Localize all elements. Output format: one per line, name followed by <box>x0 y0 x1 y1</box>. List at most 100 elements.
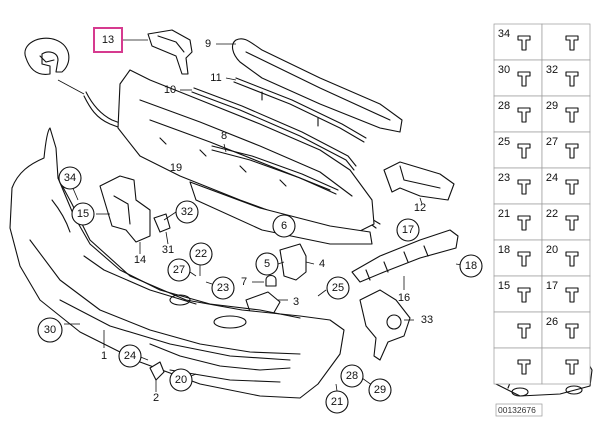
callout-30[interactable]: 30 <box>44 324 56 336</box>
grid-callout[interactable]: 23 <box>498 172 510 184</box>
callout-33[interactable]: 33 <box>421 314 433 326</box>
callout-10[interactable]: 10 <box>164 84 176 96</box>
fastener-icon <box>565 251 579 267</box>
grid-callout[interactable]: 15 <box>498 280 510 292</box>
fastener-icon <box>517 215 531 231</box>
callout-8[interactable]: 8 <box>221 130 227 142</box>
grid-callout[interactable]: 29 <box>546 100 558 112</box>
grid-cell <box>541 131 591 169</box>
part-10-strip <box>180 87 357 171</box>
callout-1[interactable]: 1 <box>101 350 107 362</box>
clip-profile-detail <box>24 37 85 95</box>
callout-9[interactable]: 9 <box>205 38 211 50</box>
callout-23[interactable]: 23 <box>217 282 229 294</box>
fastener-icon <box>565 179 579 195</box>
part-4-bracket <box>279 243 315 281</box>
part-19-cover <box>117 69 375 237</box>
fastener-icon <box>565 107 579 123</box>
grid-cell <box>493 347 543 385</box>
callout-16[interactable]: 16 <box>398 292 410 304</box>
callout-12[interactable]: 12 <box>414 202 426 214</box>
grid-callout[interactable]: 26 <box>546 316 558 328</box>
fastener-icon <box>517 251 531 267</box>
callout-7[interactable]: 7 <box>241 276 247 288</box>
grid-callout[interactable]: 22 <box>546 208 558 220</box>
grid-cell <box>541 275 591 313</box>
callout-6[interactable]: 6 <box>281 220 287 232</box>
part-7-clip <box>252 274 277 287</box>
fastener-icon <box>517 35 531 51</box>
callout-32[interactable]: 32 <box>181 206 193 218</box>
grid-cell <box>493 59 543 97</box>
callout-5[interactable]: 5 <box>264 258 270 270</box>
grid-cell <box>541 59 591 97</box>
callout-25[interactable]: 25 <box>332 282 344 294</box>
callout-28[interactable]: 28 <box>346 370 358 382</box>
fastener-icon <box>565 287 579 303</box>
fastener-icon <box>565 215 579 231</box>
grid-cell <box>541 311 591 349</box>
grid-cell <box>541 167 591 205</box>
fastener-icon <box>517 71 531 87</box>
grid-cell <box>493 311 543 349</box>
part-11-strip <box>225 77 367 143</box>
callout-34[interactable]: 34 <box>64 172 76 184</box>
fastener-icon <box>565 143 579 159</box>
fastener-icon <box>517 359 531 375</box>
fastener-icon <box>517 323 531 339</box>
grid-callout[interactable]: 18 <box>498 244 510 256</box>
grid-callout[interactable]: 32 <box>546 64 558 76</box>
callout-4[interactable]: 4 <box>319 258 325 270</box>
fastener-icon <box>517 107 531 123</box>
callout-17[interactable]: 17 <box>402 224 414 236</box>
reference-number: 00132676 <box>498 405 536 415</box>
grid-callout[interactable]: 34 <box>498 28 510 40</box>
callout-13[interactable]: 13 <box>102 34 114 46</box>
callout-21[interactable]: 21 <box>331 396 343 408</box>
callout-29[interactable]: 29 <box>374 384 386 396</box>
fastener-icon <box>517 287 531 303</box>
part-6-spoiler <box>189 181 373 245</box>
fastener-icon <box>565 323 579 339</box>
grid-cell <box>493 275 543 313</box>
fastener-icon <box>565 359 579 375</box>
callout-2[interactable]: 2 <box>153 392 159 404</box>
callout-20[interactable]: 20 <box>175 374 187 386</box>
part-2-clip <box>149 361 165 392</box>
grid-callout[interactable]: 24 <box>546 172 558 184</box>
callout-11[interactable]: 11 <box>210 72 221 84</box>
callout-13-box[interactable] <box>93 27 123 53</box>
grid-cell <box>493 23 543 61</box>
grid-cell <box>541 23 591 61</box>
part-33-bracket <box>359 289 414 361</box>
grid-cell <box>541 347 591 385</box>
callout-18[interactable]: 18 <box>465 260 477 272</box>
part-31-clip <box>153 213 171 245</box>
grid-callout[interactable]: 21 <box>498 208 510 220</box>
callout-22[interactable]: 22 <box>195 248 207 260</box>
callout-3[interactable]: 3 <box>293 296 299 308</box>
callout-14[interactable]: 14 <box>134 254 146 266</box>
callout-layer: 13 9 11 10 8 19 12 4 7 3 14 31 16 1 2 6 … <box>37 27 483 414</box>
grid-cell <box>541 239 591 277</box>
callout-31[interactable]: 31 <box>162 244 174 256</box>
callout-19[interactable]: 19 <box>170 162 182 174</box>
callout-15[interactable]: 15 <box>77 208 89 220</box>
fastener-grid: 34 30 32 28 29 25 27 23 24 21 22 18 20 15 17 26 <box>493 23 591 385</box>
grid-cell <box>493 203 543 241</box>
grid-callout[interactable]: 28 <box>498 100 510 112</box>
grid-cell <box>493 239 543 277</box>
fastener-icon <box>517 143 531 159</box>
fastener-icon <box>565 35 579 51</box>
fastener-icon <box>565 71 579 87</box>
grid-callout[interactable]: 20 <box>546 244 558 256</box>
grid-callout[interactable]: 17 <box>546 280 558 292</box>
callout-27[interactable]: 27 <box>173 264 185 276</box>
grid-callout[interactable]: 25 <box>498 136 510 148</box>
part-12-bracket <box>383 161 455 205</box>
part-13-bracket <box>122 29 193 75</box>
grid-callout[interactable]: 30 <box>498 64 510 76</box>
callout-24[interactable]: 24 <box>124 350 136 362</box>
grid-callout[interactable]: 27 <box>546 136 558 148</box>
